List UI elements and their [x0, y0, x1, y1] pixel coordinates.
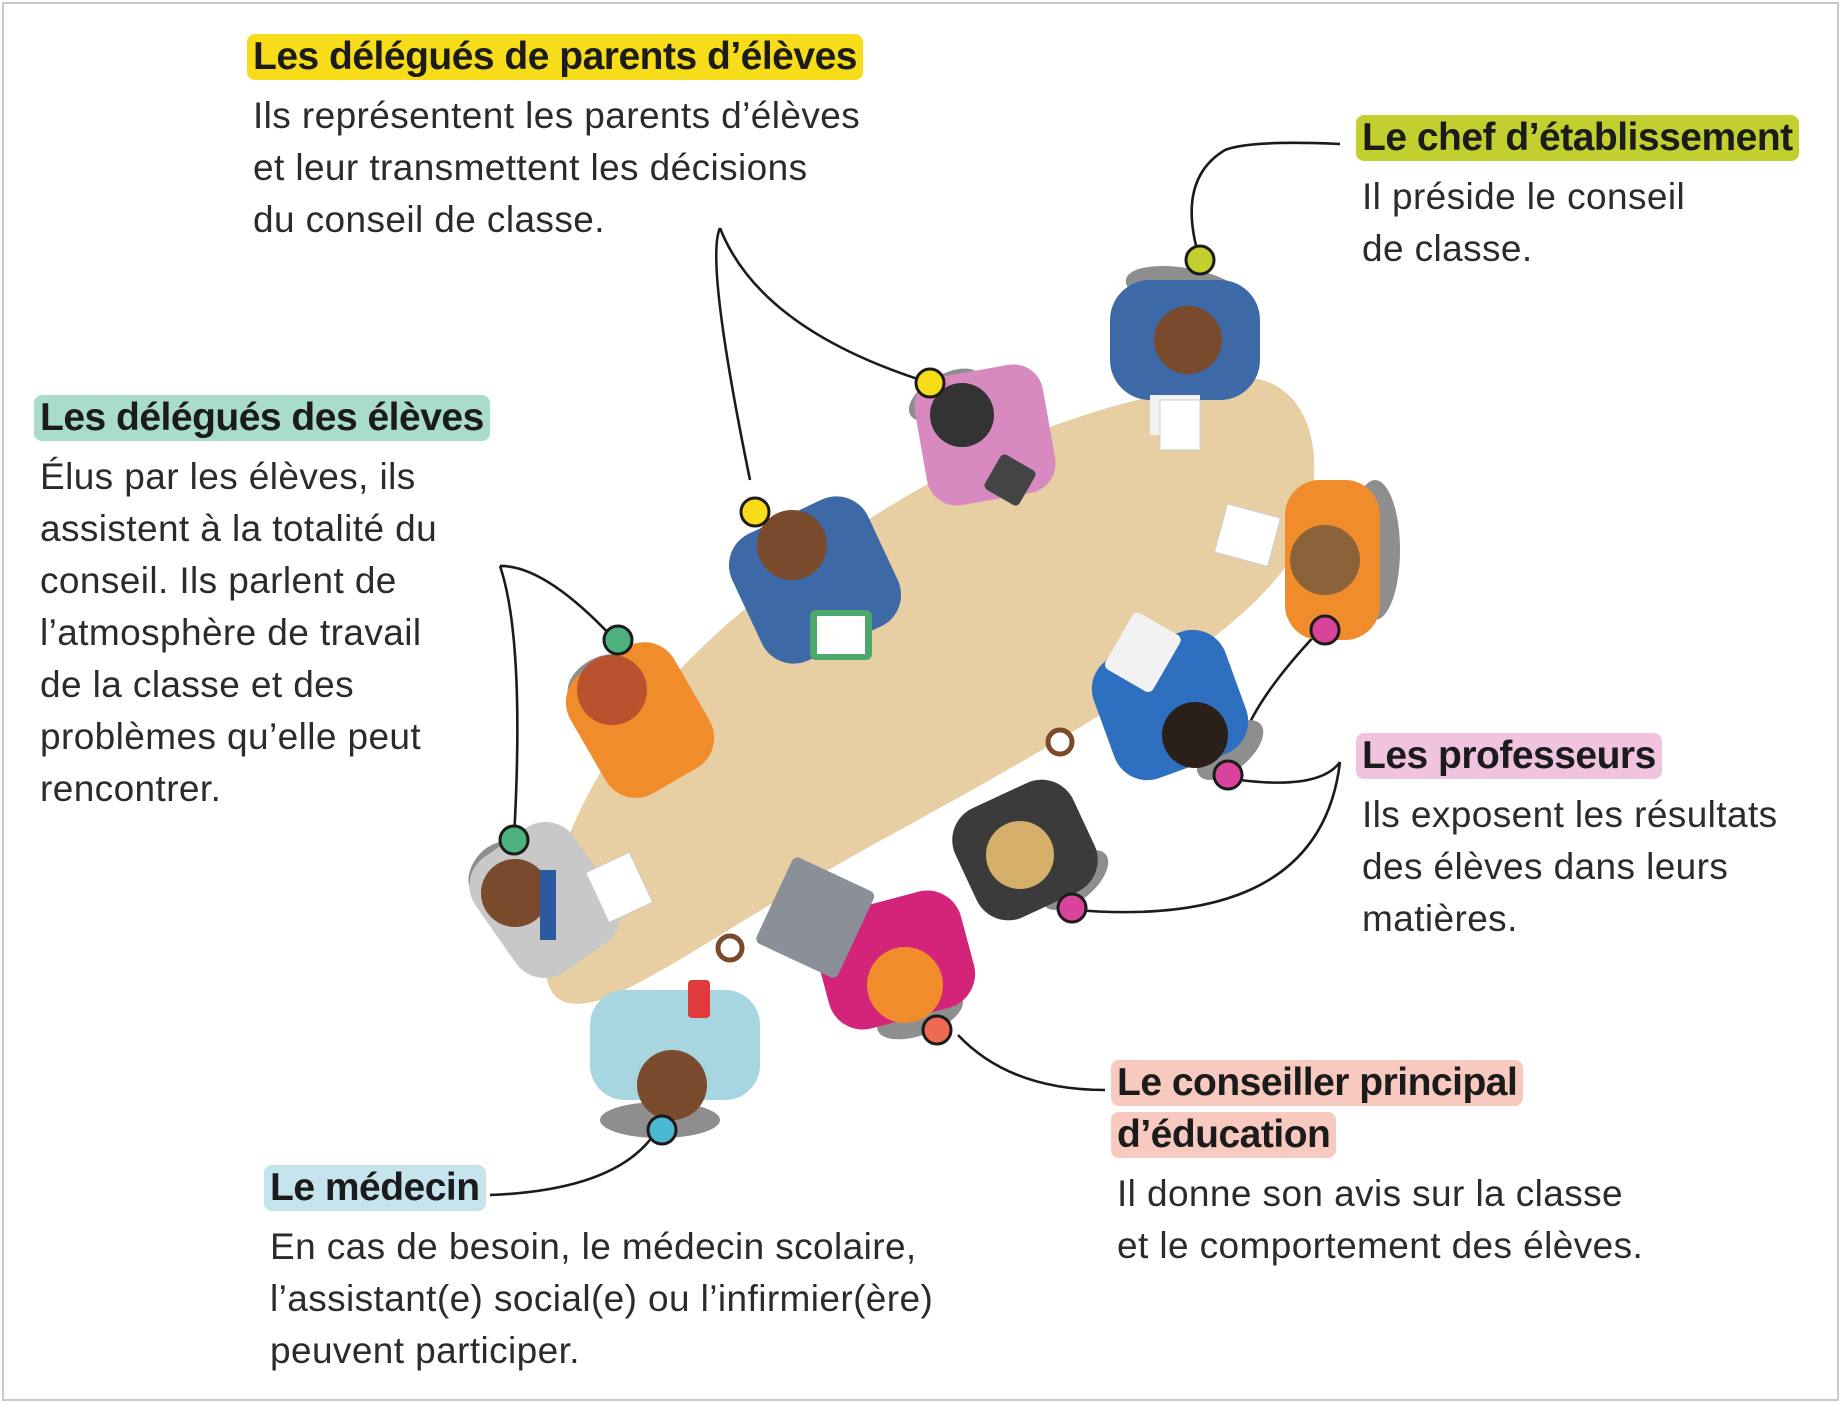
person-cpe — [756, 857, 976, 1030]
marker-eleves-2 — [498, 824, 530, 856]
connector-eleves — [498, 564, 616, 839]
desc-chef: Il préside le conseil de classe. — [1362, 176, 1686, 269]
marker-professeur-2 — [1212, 759, 1244, 791]
connector-cpe — [957, 1034, 1106, 1092]
person-professeur-3 — [1285, 480, 1380, 640]
title-cpe-line2: d’éducation — [1111, 1112, 1337, 1158]
title-cpe-line1: Le conseiller principal — [1111, 1060, 1524, 1106]
person-professeur-1 — [952, 779, 1098, 921]
marker-cpe — [921, 1014, 953, 1046]
desc-eleves: Élus par les élèves, ils assistent à la … — [40, 456, 438, 809]
block-eleves: Les délégués des élèves Élus par les élè… — [34, 395, 490, 815]
marker-medecin — [646, 1114, 678, 1146]
connector-medecin — [489, 1129, 659, 1197]
desc-cpe: Il donne son avis sur la classe et le co… — [1117, 1173, 1644, 1266]
marker-professeur-1 — [1309, 614, 1341, 646]
title-professeurs: Les professeurs — [1356, 733, 1662, 779]
markers — [498, 244, 1341, 1146]
marker-professeur-3 — [1056, 892, 1088, 924]
person-delegue-eleves — [565, 642, 715, 798]
block-chef: Le chef d’établissement Il préside le co… — [1356, 115, 1799, 275]
block-parents: Les délégués de parents d’élèves Ils rep… — [247, 34, 863, 246]
connector-lines — [489, 141, 1342, 1197]
meeting-table — [545, 377, 1315, 1004]
connector-parents — [714, 227, 931, 481]
person-medecin — [590, 980, 760, 1120]
block-cpe: Le conseiller principal d’éducation Il d… — [1111, 1060, 1644, 1272]
title-parents: Les délégués de parents d’élèves — [247, 34, 863, 80]
title-medecin: Le médecin — [264, 1165, 486, 1211]
title-eleves: Les délégués des élèves — [34, 395, 490, 441]
title-chef: Le chef d’établissement — [1356, 115, 1799, 161]
block-professeurs: Les professeurs Ils exposent les résulta… — [1356, 733, 1778, 945]
person-delegue-parents-2 — [728, 496, 902, 664]
marker-chef — [1184, 244, 1216, 276]
desc-professeurs: Ils exposent les résultats des élèves da… — [1362, 794, 1778, 939]
table-items — [585, 399, 1282, 963]
marker-parents-1 — [914, 367, 946, 399]
desc-parents: Ils représentent les parents d’élèves et… — [253, 95, 861, 240]
marker-eleves-1 — [602, 624, 634, 656]
block-medecin: Le médecin En cas de besoin, le médecin … — [264, 1165, 934, 1377]
marker-parents-2 — [739, 496, 771, 528]
person-professeur-2 — [1091, 612, 1249, 781]
person-delegue-eleves-2 — [469, 821, 621, 979]
desc-medecin: En cas de besoin, le médecin scolaire, l… — [270, 1226, 934, 1371]
person-delegue-parents — [914, 364, 1056, 506]
connector-chef — [1190, 141, 1341, 261]
